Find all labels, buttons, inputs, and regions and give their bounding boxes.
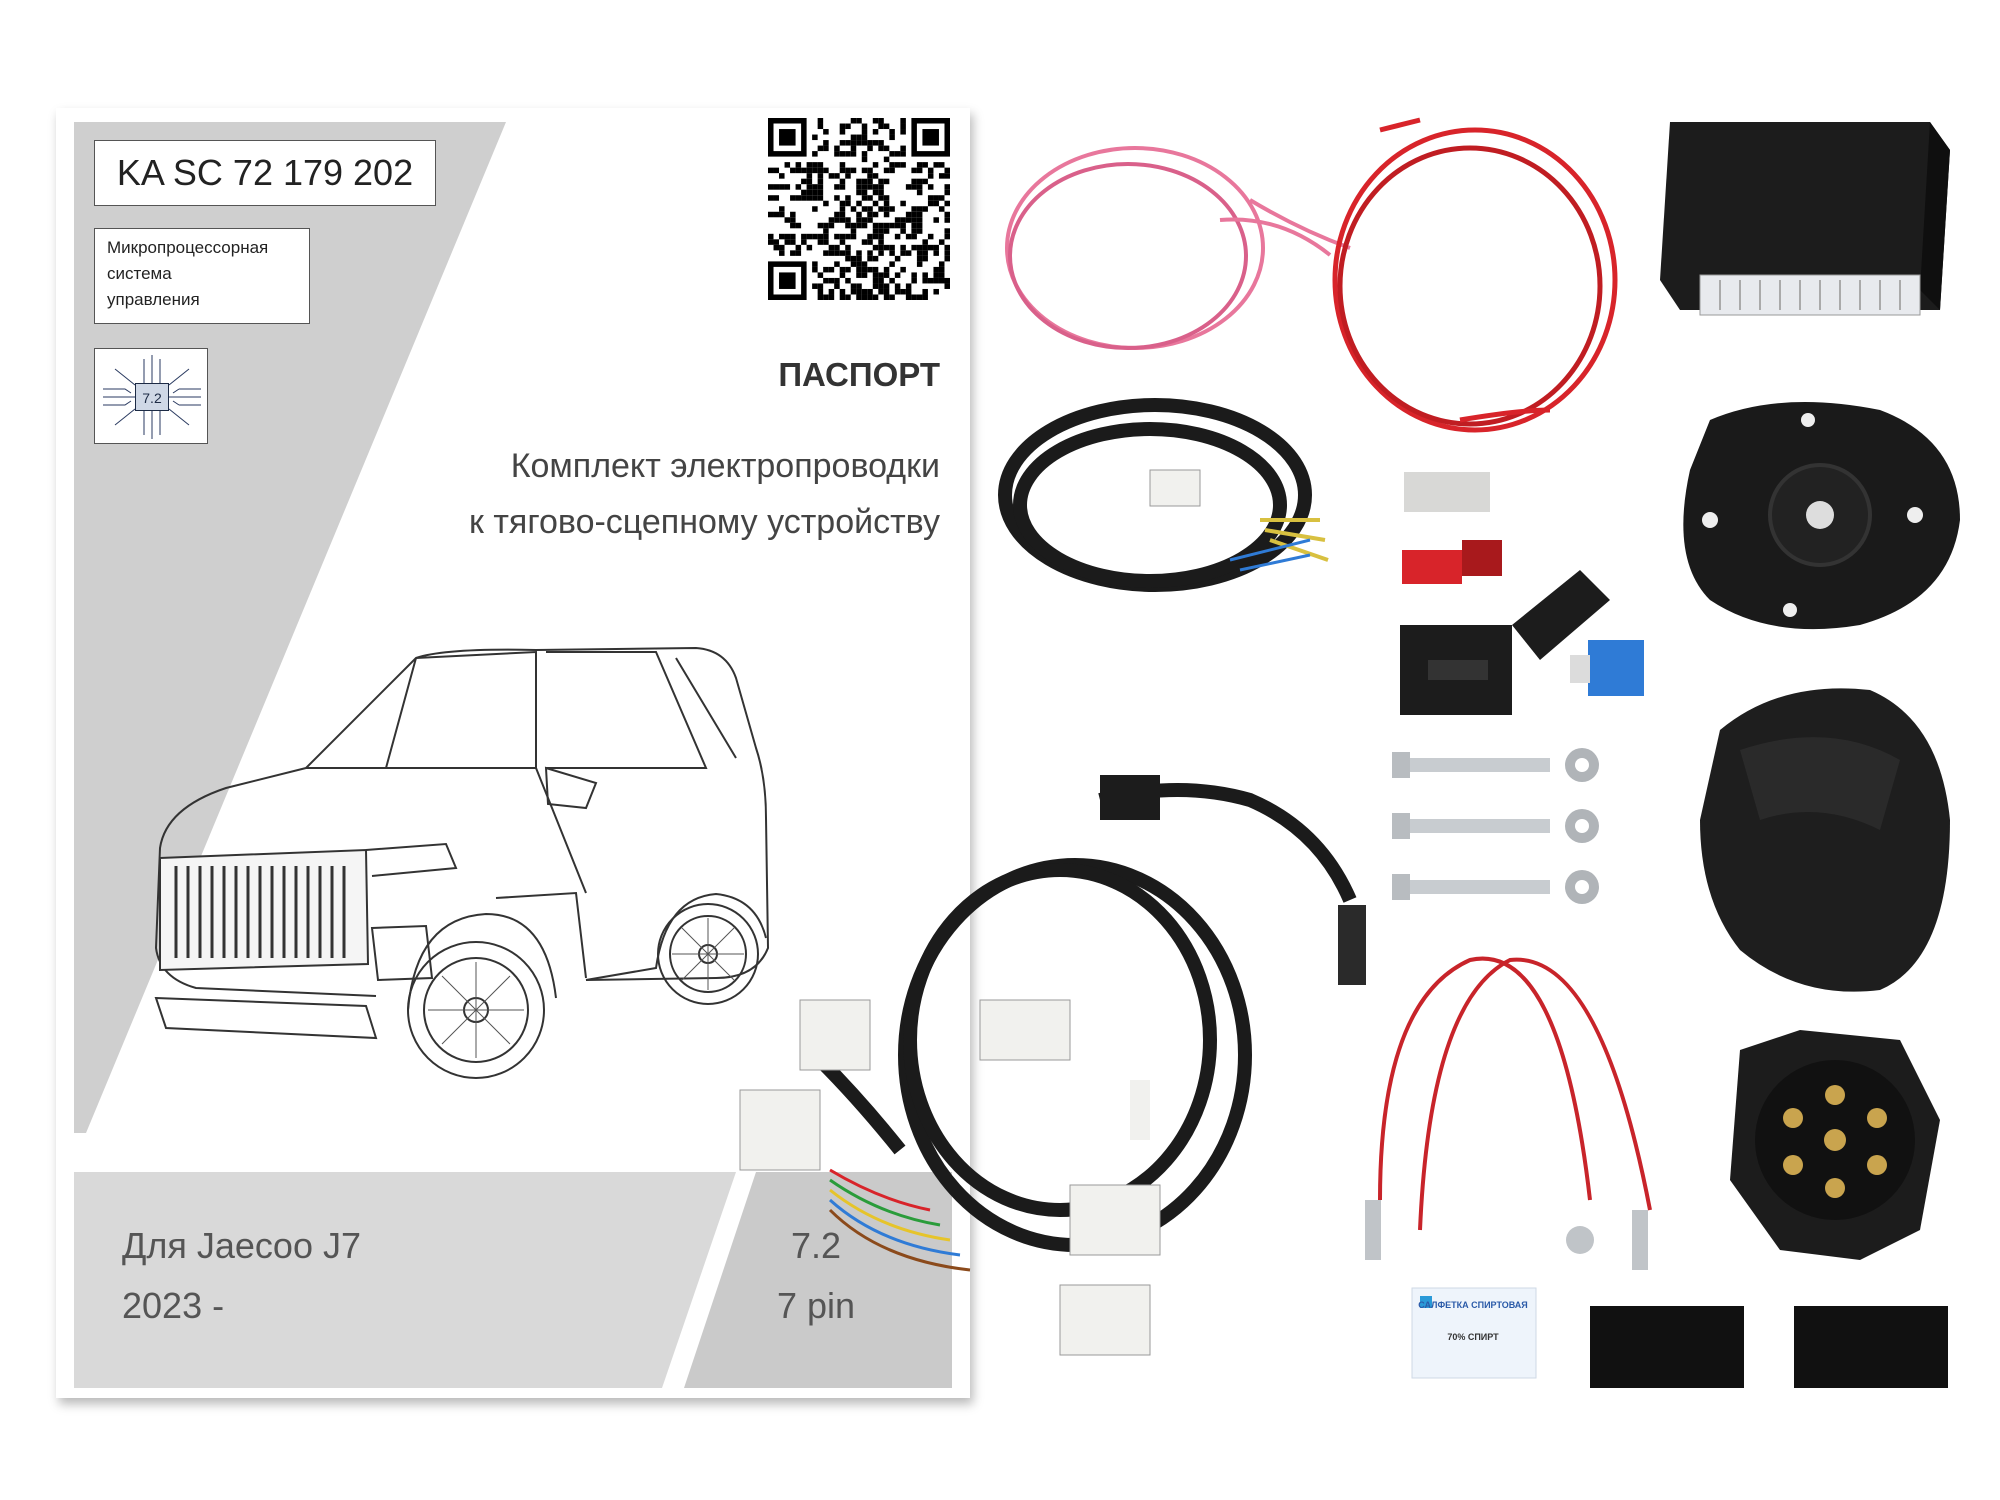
vehicle-year: 2023 - <box>122 1285 225 1326</box>
chip-logo-box: 7.2 <box>94 348 208 444</box>
small-connector <box>1149 469 1329 572</box>
subtitle-line: к тягово-сцепному устройству <box>469 503 940 541</box>
wipe-label: САЛФЕТКА СПИРТОВАЯ 70% СПИРТ <box>1418 1300 1528 1342</box>
socket-pin-insert <box>1730 1030 1940 1260</box>
ring-terminals <box>1365 1200 1648 1270</box>
control-module <box>1660 122 1950 316</box>
document-subtitle: Комплект электропроводки к тягово-сцепно… <box>386 438 940 550</box>
spec-version: 7.2 <box>790 1225 842 1266</box>
bolts-and-nuts <box>1392 748 1599 904</box>
system-description-box: Микропроцессорная система управления <box>94 228 310 324</box>
passport-booklet: KA SC 72 179 202 Микропроцессорная систе… <box>56 108 970 1398</box>
velcro-strip-left <box>1590 1306 1744 1388</box>
system-description-line: Микропроцессорная <box>107 238 269 257</box>
alcohol-wipe <box>1411 1287 1537 1379</box>
suv-line-drawing <box>154 646 770 1079</box>
chip-label: 7.2 <box>135 383 169 411</box>
wipe-title: САЛФЕТКА СПИРТОВАЯ <box>1418 1300 1528 1310</box>
trailer-socket <box>1700 688 1950 992</box>
ground-wires <box>1378 956 1652 1231</box>
subtitle-line: Комплект электропроводки <box>510 447 940 485</box>
power-cable-coil <box>998 398 1312 592</box>
vehicle-model: Для Jaecoo J7 <box>122 1225 361 1266</box>
system-description-line: система <box>107 264 172 283</box>
fuse-holder <box>1400 570 1610 715</box>
system-description-line: управления <box>107 290 200 309</box>
spec-pins: 7 pin <box>776 1285 856 1326</box>
red-tap-connector <box>1402 540 1502 584</box>
harness-connectors <box>739 775 1366 1356</box>
harness-colored-wires <box>828 1168 971 1272</box>
pink-wire-coil <box>1005 146 1351 350</box>
socket-mounting-plate <box>1683 402 1960 630</box>
vehicle-info: Для Jaecoo J7 2023 - <box>122 1216 361 1336</box>
terminal-sleeve <box>1404 472 1490 512</box>
main-wiring-harness <box>815 783 1357 1252</box>
blade-fuse-icon <box>1570 640 1644 696</box>
spec-info: 7.2 7 pin <box>746 1216 886 1336</box>
velcro-strip-right <box>1794 1306 1948 1388</box>
qr-code[interactable] <box>768 118 950 300</box>
wipe-note: 70% СПИРТ <box>1447 1332 1499 1342</box>
part-number-label: KA SC 72 179 202 <box>94 140 436 206</box>
document-title: ПАСПОРТ <box>778 356 940 393</box>
red-wire-coil <box>1332 117 1618 433</box>
chip-circuit-icon <box>103 355 201 439</box>
